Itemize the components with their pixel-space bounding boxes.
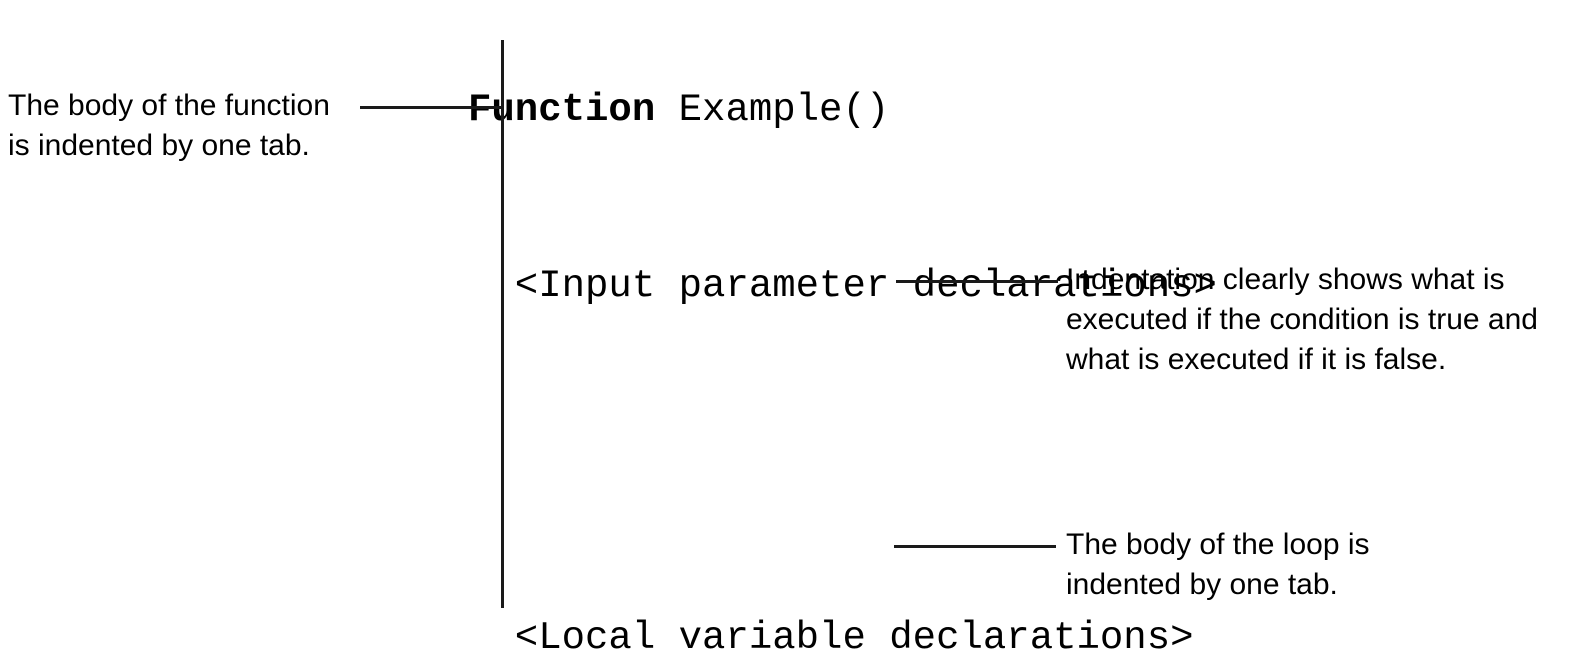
annotation-indentation-line-1: Indentation clearly shows what is [1066,263,1505,296]
annotation-function-body-line-2: is indented by one tab. [8,129,310,162]
code-line-blank-1 [468,440,1217,484]
code-line-input-declarations: <Input parameter declarations> [468,264,1217,308]
code-line-local-declarations: <Local variable declarations> [468,616,1217,655]
leader-line-function-body [360,106,504,109]
annotation-indentation: Indentation clearly shows what is execut… [1066,260,1571,380]
code-line-function-rest: Example() [655,88,890,132]
leader-line-loop-body [894,545,1056,548]
keyword-function: Function [468,88,656,132]
code-block: Function Example() <Input parameter decl… [468,0,1217,655]
annotation-function-body-line-1: The body of the function [8,89,330,122]
annotation-indentation-line-3: what is executed if it is false. [1066,343,1447,376]
annotation-loop-body-line-2: indented by one tab. [1066,568,1338,601]
annotation-indentation-line-2: executed if the condition is true and [1066,303,1538,336]
annotation-loop-body: The body of the loop is indented by one … [1066,525,1466,605]
code-line-function: Function Example() [468,88,1217,132]
annotation-loop-body-line-1: The body of the loop is [1066,528,1370,561]
function-body-bracket-line [501,40,504,608]
annotation-function-body: The body of the function is indented by … [8,86,358,166]
code-line-local-declarations-text: <Local variable declarations> [468,616,1194,655]
leader-line-true-part [896,280,1058,283]
code-line-input-declarations-text: <Input parameter declarations> [468,264,1217,308]
